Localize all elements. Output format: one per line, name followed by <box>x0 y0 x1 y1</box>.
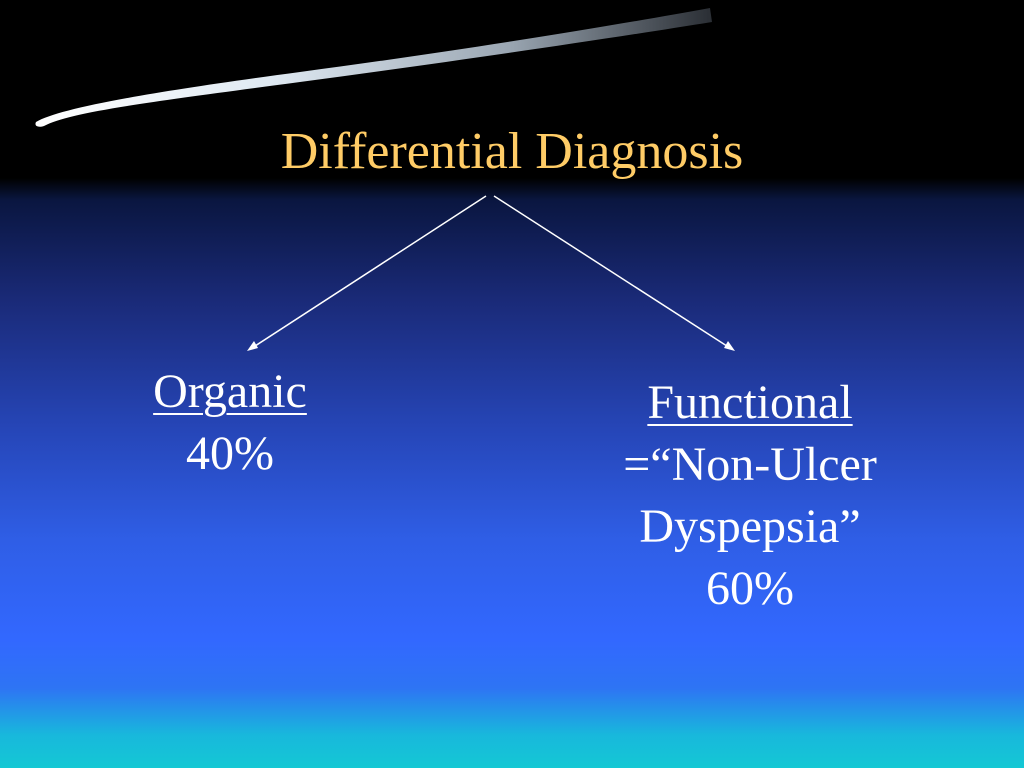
arrow-line-right <box>493 195 731 349</box>
decorative-swoosh <box>35 8 713 127</box>
branch-organic-percent: 40% <box>186 427 274 480</box>
branch-organic-label: Organic <box>153 365 307 418</box>
branch-functional-percent: 60% <box>706 562 794 615</box>
arrow-head-right <box>724 341 735 351</box>
branch-functional: Functional =“Non-Ulcer Dyspepsia” 60% <box>560 372 940 620</box>
arrow-head-left <box>247 341 258 351</box>
slide-title: Differential Diagnosis <box>280 123 744 180</box>
branch-organic: Organic 40% <box>110 361 350 485</box>
arrow-line-left <box>251 195 487 349</box>
branch-functional-label: Functional <box>647 376 853 429</box>
branch-functional-line-2: Dyspepsia” <box>639 500 861 553</box>
branch-functional-line-1: =“Non-Ulcer <box>623 438 877 491</box>
